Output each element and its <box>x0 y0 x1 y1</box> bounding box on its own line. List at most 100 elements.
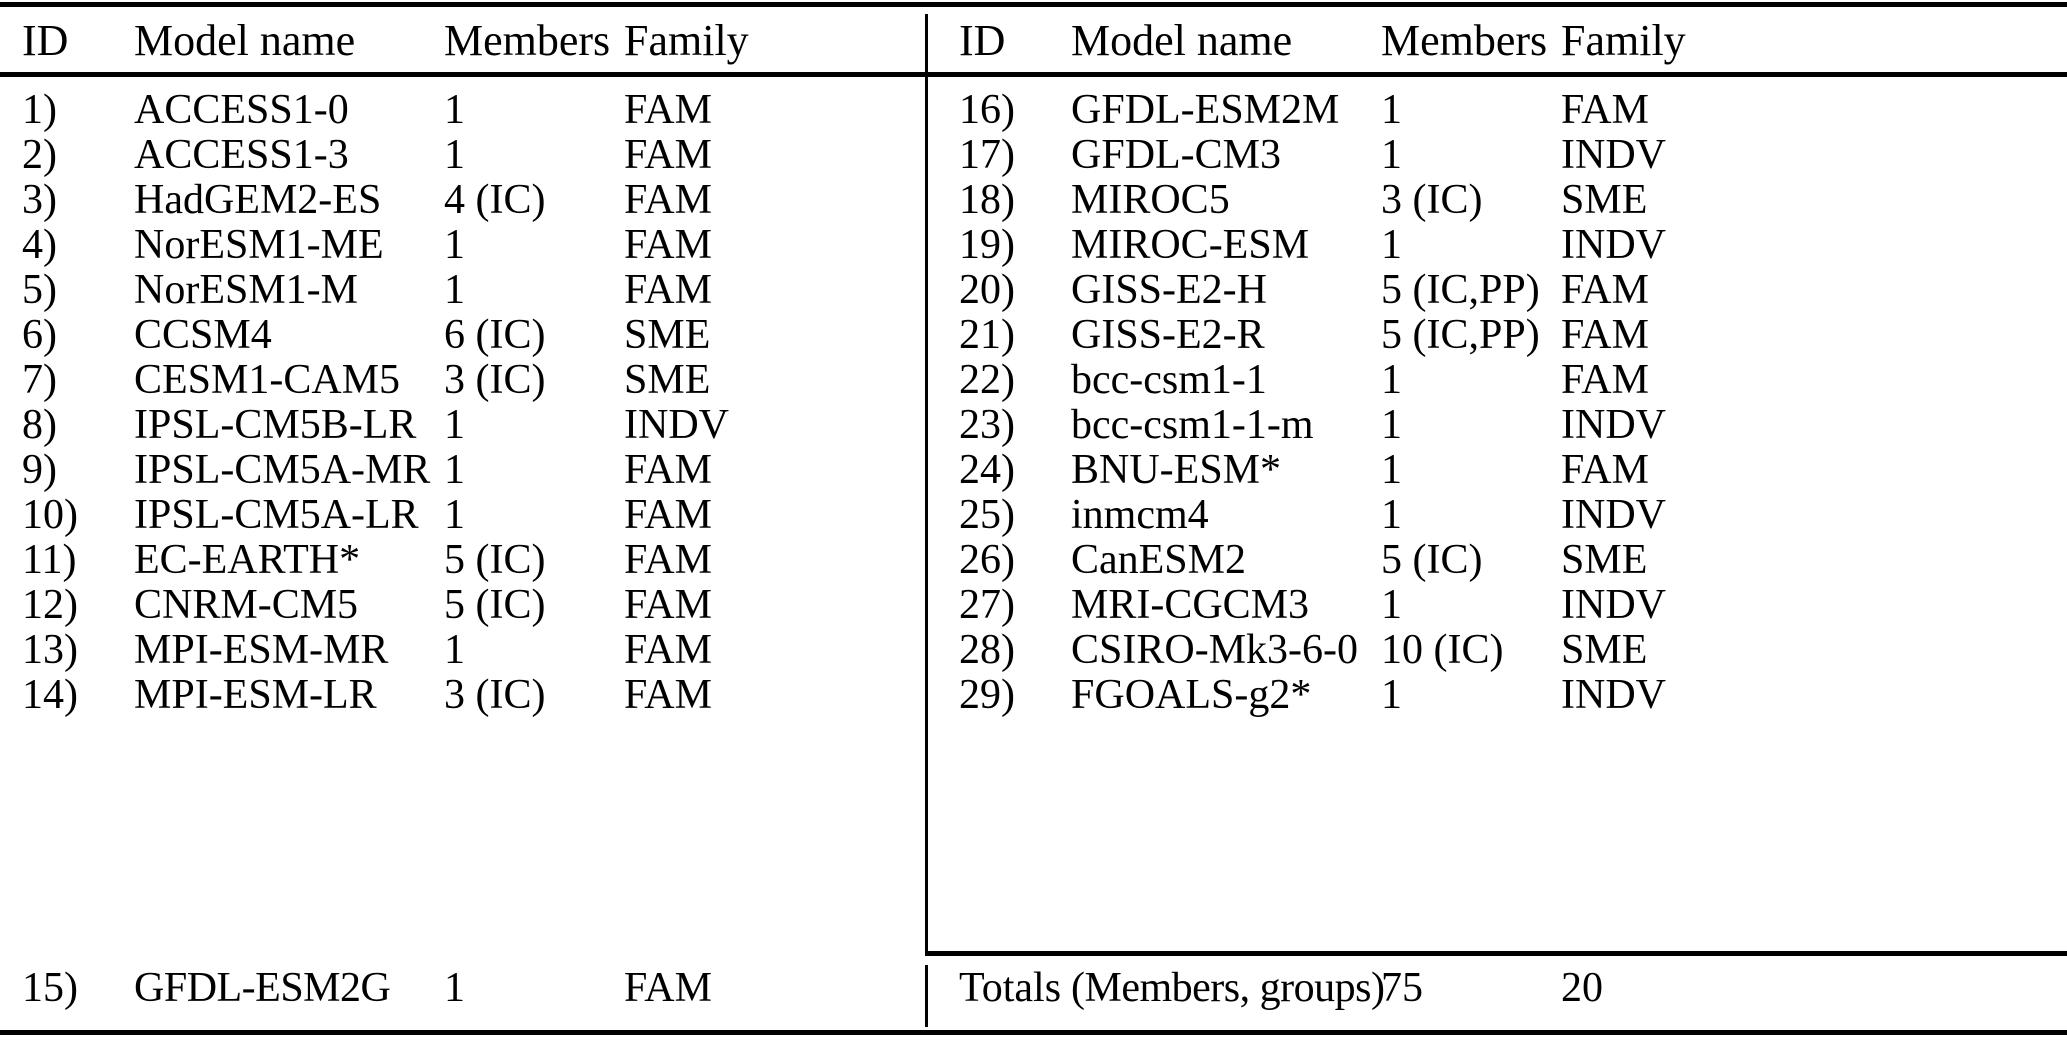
row-id: 23) <box>959 402 1015 448</box>
table-row-totals: Totals (Members, groups) 75 20 <box>939 966 1993 1011</box>
row-members: 6 (IC) <box>444 312 546 358</box>
row-family: FAM <box>624 492 712 538</box>
row-id: 5) <box>22 267 57 313</box>
row-id: 15) <box>22 965 78 1011</box>
row-model-name: NorESM1-ME <box>134 222 384 268</box>
column-header-id: ID <box>959 16 1006 65</box>
table-row: 28) CSIRO-Mk3-6-0 10 (IC) SME <box>939 628 1993 673</box>
table-row: 7) CESM1-CAM5 3 (IC) SME <box>0 358 1056 403</box>
row-id: 21) <box>959 312 1015 358</box>
row-model-name: GISS-E2-H <box>1071 267 1267 313</box>
row-id: 24) <box>959 447 1015 493</box>
table-row: 25) inmcm4 1 INDV <box>939 493 1993 538</box>
row-members: 5 (IC) <box>444 582 546 628</box>
table-row: 10) IPSL-CM5A-LR 1 FAM <box>0 493 1056 538</box>
row-family: INDV <box>624 402 729 448</box>
row-family: SME <box>624 357 711 403</box>
row-family: FAM <box>624 267 712 313</box>
row-model-name: GFDL-CM3 <box>1071 132 1282 178</box>
table-row: 20) GISS-E2-H 5 (IC,PP) FAM <box>939 268 1993 313</box>
table-row: 16) GFDL-ESM2M 1 FAM <box>939 88 1993 133</box>
row-model-name: MPI-ESM-LR <box>134 672 377 718</box>
row-model-name: GFDL-ESM2G <box>134 965 391 1011</box>
column-group-divider <box>925 14 928 951</box>
row-model-name: MRI-CGCM3 <box>1071 582 1310 628</box>
column-header-members: Members <box>444 16 611 65</box>
left-half-table: ID Model name Members Family 1) ACCESS1-… <box>22 16 749 1011</box>
column-header-family: Family <box>624 16 749 65</box>
table-row: 26) CanESM2 5 (IC) SME <box>939 538 1993 583</box>
totals-label: Totals <box>959 965 1062 1011</box>
row-members: 1 <box>444 402 465 448</box>
row-model-name: MIROC5 <box>1071 177 1230 223</box>
row-id: 16) <box>959 87 1015 133</box>
row-family: SME <box>1561 177 1648 223</box>
row-family: FAM <box>624 87 712 133</box>
right-half-table: ID Model name Members Family 16) GFDL-ES… <box>939 0 1973 1054</box>
row-id: 26) <box>959 537 1015 583</box>
table-row: 24) BNU-ESM* 1 FAM <box>939 448 1993 493</box>
row-id: 14) <box>22 672 78 718</box>
row-members: 5 (IC) <box>444 537 546 583</box>
table-row: 13) MPI-ESM-MR 1 FAM <box>0 628 1056 673</box>
table-row: 4) NorESM1-ME 1 FAM <box>0 223 1056 268</box>
row-members: 1 <box>444 267 465 313</box>
row-members: 10 (IC) <box>1381 627 1504 673</box>
row-model-name: CanESM2 <box>1071 537 1247 583</box>
column-header-family: Family <box>1561 16 1686 65</box>
row-id: 8) <box>22 402 57 448</box>
row-members: 1 <box>444 222 465 268</box>
row-family: FAM <box>1561 447 1649 493</box>
column-header-id: ID <box>22 16 69 65</box>
row-family: INDV <box>1561 582 1666 628</box>
row-id: 3) <box>22 177 57 223</box>
row-members: 1 <box>1381 87 1402 133</box>
row-members: 3 (IC) <box>444 672 546 718</box>
row-model-name: CCSM4 <box>134 312 272 358</box>
totals-separator-rule <box>925 951 2067 956</box>
row-members: 5 (IC,PP) <box>1381 312 1540 358</box>
row-members: 5 (IC) <box>1381 537 1483 583</box>
row-family: FAM <box>624 582 712 628</box>
row-members: 1 <box>1381 672 1402 718</box>
row-id: 4) <box>22 222 57 268</box>
table-row: 12) CNRM-CM5 5 (IC) FAM <box>0 583 1056 628</box>
row-members: 1 <box>1381 582 1402 628</box>
row-model-name: BNU-ESM* <box>1071 447 1282 493</box>
row-id: 11) <box>22 537 77 583</box>
row-family: SME <box>1561 627 1648 673</box>
row-id: 28) <box>959 627 1015 673</box>
row-id: 19) <box>959 222 1015 268</box>
row-family: FAM <box>624 672 712 718</box>
row-family: FAM <box>624 222 712 268</box>
row-model-name: GFDL-ESM2M <box>1071 87 1340 133</box>
row-id: 27) <box>959 582 1015 628</box>
row-family: INDV <box>1561 222 1666 268</box>
row-family: INDV <box>1561 402 1666 448</box>
row-id: 22) <box>959 357 1015 403</box>
row-family: FAM <box>624 447 712 493</box>
row-members: 1 <box>444 492 465 538</box>
row-family: FAM <box>624 537 712 583</box>
totals-groups-count: 20 <box>1561 965 1603 1011</box>
row-model-name: EC-EARTH* <box>134 537 361 583</box>
row-model-name: ACCESS1-3 <box>134 132 349 178</box>
row-model-name: FGOALS-g2* <box>1071 672 1312 718</box>
table-row: 22) bcc-csm1-1 1 FAM <box>939 358 1993 403</box>
row-members: 1 <box>1381 357 1402 403</box>
table-row: 18) MIROC5 3 (IC) SME <box>939 178 1993 223</box>
table-row: 23) bcc-csm1-1-m 1 INDV <box>939 403 1993 448</box>
table-row: 27) MRI-CGCM3 1 INDV <box>939 583 1993 628</box>
row-model-name: bcc-csm1-1-m <box>1071 402 1314 448</box>
row-model-name: HadGEM2-ES <box>134 177 382 223</box>
row-id: 1) <box>22 87 57 133</box>
row-family: INDV <box>1561 492 1666 538</box>
row-family: SME <box>624 312 711 358</box>
row-family: FAM <box>1561 357 1649 403</box>
table-header-rule <box>0 72 2067 77</box>
table-row: 3) HadGEM2-ES 4 (IC) FAM <box>0 178 1056 223</box>
row-model-name: IPSL-CM5A-MR <box>134 447 431 493</box>
row-family: FAM <box>624 177 712 223</box>
row-members: 1 <box>1381 447 1402 493</box>
